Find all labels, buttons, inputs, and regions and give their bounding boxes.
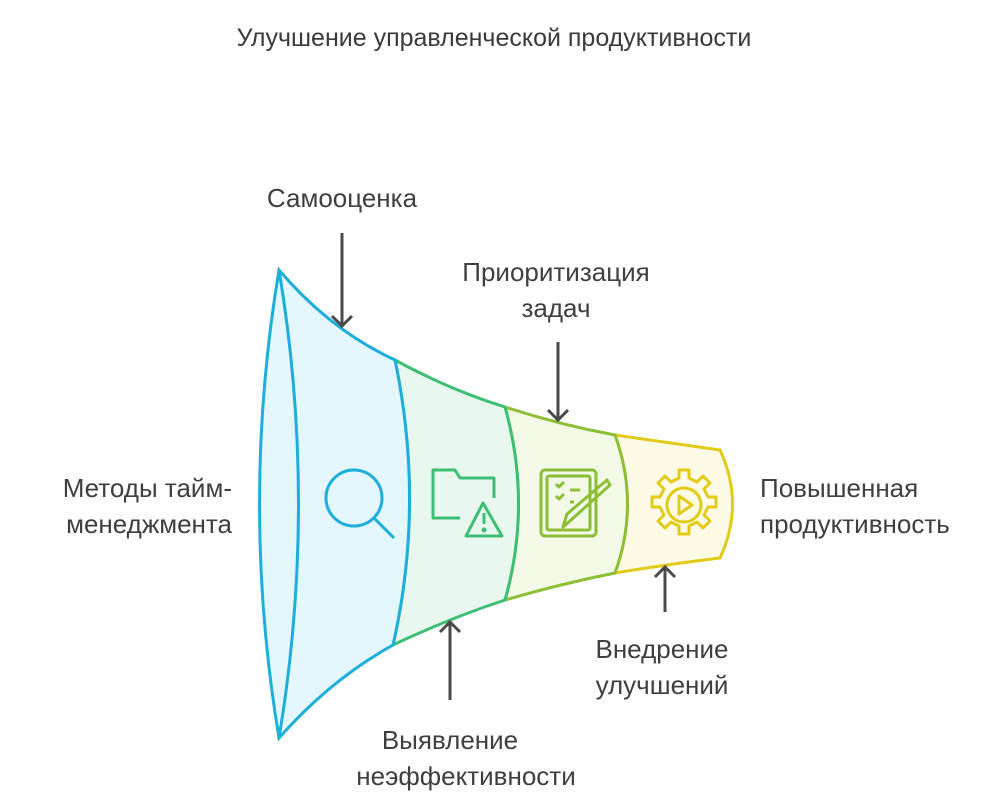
- stage-segment-3: [502, 404, 629, 603]
- magnifier-icon: [324, 468, 396, 540]
- stage-2-label-line2: неэффективности: [356, 761, 576, 791]
- output-label-line1: Повышенная: [760, 473, 918, 503]
- diagram-title: Улучшение управленческой продуктивности: [237, 24, 752, 52]
- stage-segment-2: [390, 357, 520, 648]
- arrow-down-stage-3: [546, 342, 570, 423]
- arrow-down-stage-1: [330, 233, 354, 329]
- arrow-up-stage-4: [653, 564, 677, 612]
- arrow-up-stage-2: [438, 619, 462, 700]
- stage-3-label-line1: Приоритизация: [462, 257, 649, 287]
- clipboard-pencil-icon: [539, 468, 612, 538]
- output-label-line2: продуктивность: [760, 509, 950, 539]
- stage-4-label-line2: улучшений: [596, 670, 729, 700]
- input-label-line2: менеджмента: [66, 509, 232, 539]
- gear-play-icon: [650, 468, 718, 536]
- stage-1-label: Самооценка: [267, 183, 418, 213]
- arrows: [330, 233, 677, 700]
- stage-2-label-line1: Выявление: [382, 725, 518, 755]
- stage-3-label-line2: задач: [522, 293, 591, 323]
- funnel-mouth: [258, 269, 300, 739]
- stage-4-label-line1: Внедрение: [595, 634, 728, 664]
- folder-warning-icon: [431, 468, 504, 538]
- input-label-line1: Методы тайм-: [63, 473, 232, 503]
